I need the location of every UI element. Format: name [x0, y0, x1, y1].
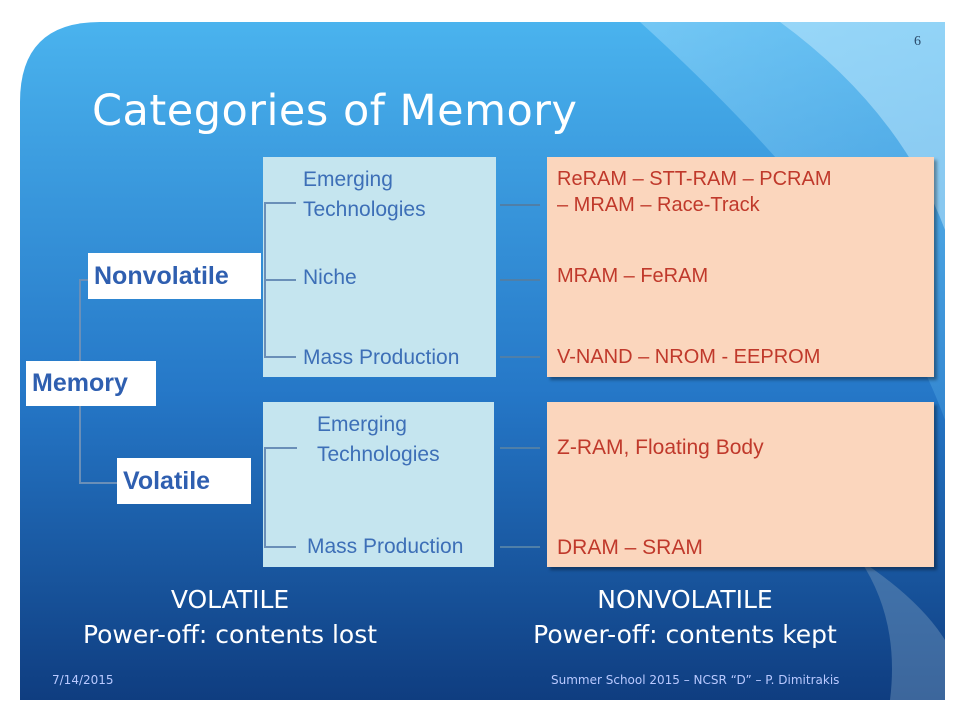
memory-root-label: Memory — [26, 361, 156, 406]
volatile-emerging-examples: Z-RAM, Floating Body — [557, 436, 764, 459]
nonvolatile-caption-heading: NONVOLATILE — [597, 585, 773, 614]
nonvolatile-examples-box — [547, 157, 934, 377]
volatile-caption-text: Power-off: contents lost — [82, 620, 378, 649]
volatile-label: Volatile — [117, 458, 251, 504]
volatile-types-box — [263, 402, 494, 567]
nonvolatile-types-box — [263, 157, 496, 377]
volatile-caption-heading: VOLATILE — [170, 585, 290, 614]
nonvolatile-mass-production-examples: V-NAND – NROM - EEPROM — [557, 346, 821, 368]
volatile-emerging-label: Emerging Technologies — [317, 413, 440, 466]
nonvolatile-niche-examples: MRAM – FeRAM — [557, 265, 709, 287]
volatile-mass-production-label: Mass Production — [307, 535, 464, 558]
nonvolatile-mass-production-label: Mass Production — [303, 346, 460, 369]
nonvolatile-niche-label: Niche — [303, 266, 357, 289]
nonvolatile-label: Nonvolatile — [88, 253, 261, 299]
page-number: 6 — [914, 34, 921, 49]
footer-date: 7/14/2015 — [52, 673, 114, 687]
nonvolatile-emerging-label: Emerging Technologies — [303, 168, 426, 221]
volatile-examples-box — [547, 402, 934, 567]
nonvolatile-emerging-examples: ReRAM – STT-RAM – PCRAM – MRAM – Race-Tr… — [557, 168, 832, 216]
volatile-mass-production-examples: DRAM – SRAM — [557, 536, 703, 559]
nonvolatile-caption-text: Power-off: contents kept — [533, 620, 837, 649]
footer-credit: Summer School 2015 – NCSR “D” – P. Dimit… — [551, 673, 840, 687]
slide-title: Categories of Memory — [92, 86, 578, 136]
